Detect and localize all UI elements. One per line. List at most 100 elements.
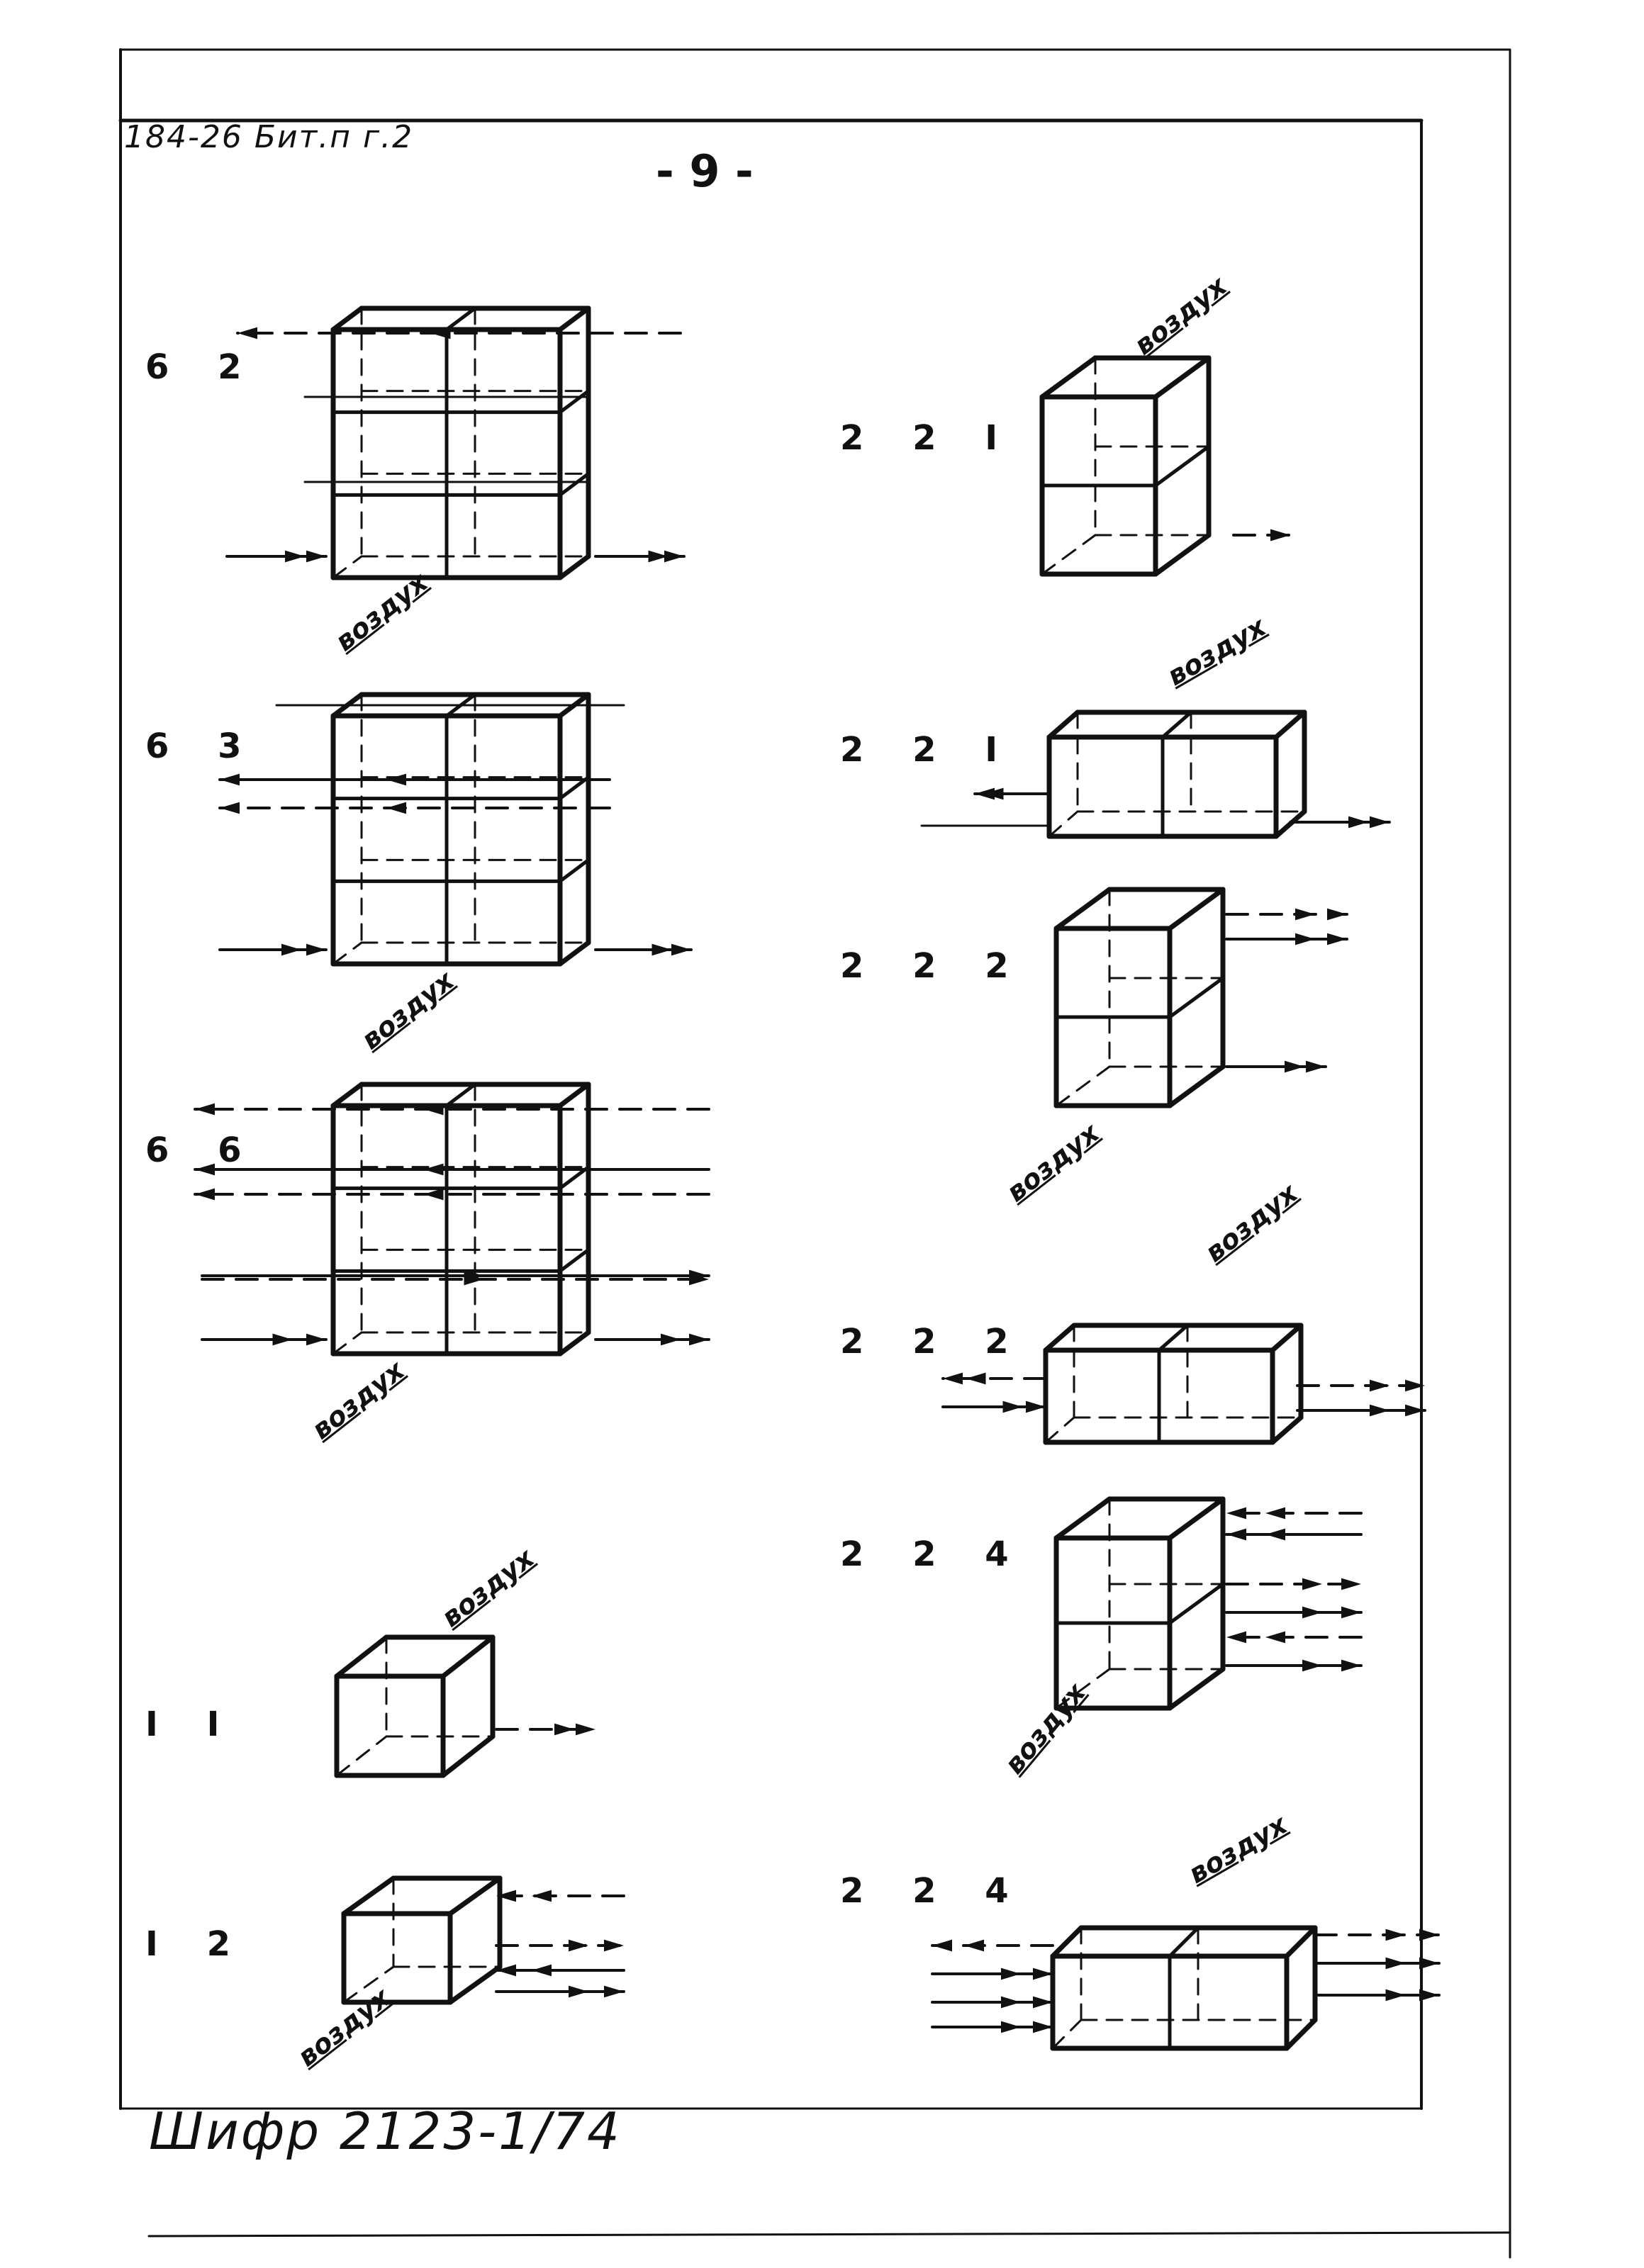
flow-arrow-head	[964, 1939, 984, 1952]
flow-arrow-head	[1002, 1400, 1023, 1413]
flow-arrow-head	[1001, 2021, 1021, 2033]
flow-arrow-head	[306, 1333, 326, 1346]
flow-arrow-head	[195, 1188, 215, 1201]
flow-arrow-head	[1001, 1996, 1021, 2009]
flow-arrow-head	[496, 1964, 516, 1977]
flow-arrow-head	[1385, 1989, 1406, 2002]
flow-arrow-head	[1385, 1929, 1406, 1941]
cube-hidden-edge	[1055, 1065, 1111, 1107]
flow-arrow-head	[689, 1333, 709, 1346]
cube-edge	[1273, 809, 1307, 839]
cube-edge	[1167, 887, 1226, 931]
flow-arrow-head	[306, 943, 326, 956]
bottom-rule	[147, 2231, 1511, 2238]
cube-grid	[444, 306, 477, 332]
flow-arrow-head	[1033, 1967, 1053, 1980]
cube-edge	[557, 940, 591, 967]
flow-arrow-head	[1405, 1379, 1425, 1392]
cube-hidden-edge	[1048, 810, 1079, 838]
label-6-3: 6 3	[145, 726, 260, 766]
flow-arrow-head	[220, 802, 240, 814]
cube-edge	[557, 1330, 591, 1357]
cube-edge	[1270, 1415, 1304, 1445]
cube-edge	[440, 1734, 496, 1778]
cube-edge	[1043, 1323, 1077, 1353]
flow-arrow-head	[1265, 1507, 1285, 1520]
flow-arrow-head	[423, 1188, 444, 1201]
cube-hidden-edge	[332, 555, 363, 579]
flow-arrow-head	[430, 327, 451, 339]
cube-grid	[1168, 1926, 1200, 1958]
flow-arrow-head	[1405, 1404, 1425, 1417]
cube-edge	[1153, 355, 1212, 400]
flow-arrow-head	[1226, 1528, 1246, 1541]
cube-hidden-edge	[1051, 2019, 1083, 2050]
flow-arrow-head	[652, 943, 672, 956]
cube-grid	[558, 1247, 591, 1273]
cube-edge	[557, 1082, 591, 1108]
cube-edge	[440, 1634, 496, 1679]
flow-arrow-head	[1341, 1578, 1361, 1590]
flow-arrow-head	[576, 1723, 595, 1736]
flow-arrow-head	[1302, 1606, 1322, 1619]
flow-arrow-head	[569, 1939, 588, 1952]
flow-arrow-head	[554, 1723, 574, 1736]
flow-arrow-head	[1001, 1967, 1021, 1980]
cube-grid	[1153, 444, 1211, 488]
label-2-2-1b: 2 2 I	[840, 730, 1017, 770]
flow-arrow-head	[1327, 908, 1347, 921]
flow-arrow-head	[966, 1372, 986, 1385]
cube-hidden-edge	[1044, 1416, 1075, 1444]
flow-arrow-head	[423, 1103, 444, 1116]
page-number: - 9 -	[656, 145, 754, 197]
cube-edge	[557, 305, 591, 332]
cube-edge	[1167, 1496, 1226, 1541]
cube-edge	[334, 1634, 389, 1679]
cube-hidden-edge	[342, 1965, 395, 2004]
flow-arrow-head	[1370, 1379, 1389, 1392]
flow-arrow-head	[1419, 1957, 1439, 1970]
cube-hidden-edge	[335, 1735, 388, 1777]
header-reference: 184-26 Бит.п г.2	[124, 119, 414, 155]
flow-arrow-head	[272, 1333, 293, 1346]
cube-edge	[1153, 532, 1212, 577]
document-cipher: Шифр 2123-1/74	[149, 2101, 622, 2161]
flow-arrow-head	[1370, 816, 1389, 829]
cube-grid	[558, 858, 591, 883]
flow-arrow-head	[1226, 1631, 1246, 1644]
cube-hidden-edge	[332, 941, 363, 965]
flow-arrow-head	[464, 1273, 484, 1286]
flow-arrow-head	[423, 1163, 444, 1176]
flow-arrow-head	[1033, 2021, 1053, 2033]
label-1-2: I 2	[145, 1924, 249, 1964]
flow-arrow-head	[1270, 529, 1290, 541]
cube-edge	[1273, 709, 1307, 740]
cube-edge	[330, 305, 364, 332]
cube-grid	[1161, 710, 1193, 739]
flow-arrow-head	[1348, 816, 1368, 829]
flow-arrow-head	[220, 773, 240, 786]
label-2-2-4a: 2 2 4	[840, 1534, 1027, 1574]
label-2-2-1a: 2 2 I	[840, 418, 1017, 458]
flow-arrow-head	[604, 1939, 624, 1952]
cube-edge	[341, 1875, 396, 1916]
cube-edge	[1270, 1323, 1304, 1353]
cube-edge	[1284, 1925, 1318, 1959]
cube-edge	[1053, 1496, 1112, 1541]
flow-arrow-head	[1033, 1996, 1053, 2009]
cube-edge	[1039, 355, 1098, 400]
flow-arrow-head	[648, 550, 669, 563]
flow-arrow-head	[932, 1939, 952, 1952]
cube-edge	[1284, 2017, 1318, 2051]
cube-edge	[447, 1875, 503, 1916]
flow-arrow-head	[1265, 1631, 1285, 1644]
cube-edge	[1167, 1064, 1226, 1108]
label-1-1: I I	[145, 1705, 238, 1744]
flow-arrow-head	[1302, 1659, 1322, 1672]
flow-arrow-head	[285, 550, 305, 563]
flow-arrow-head	[1295, 908, 1315, 921]
label-6-2: 6 2	[145, 347, 260, 387]
flow-arrow-head	[1302, 1578, 1322, 1590]
cube-edge	[1050, 1925, 1084, 1959]
flow-arrow-head	[1265, 1528, 1285, 1541]
